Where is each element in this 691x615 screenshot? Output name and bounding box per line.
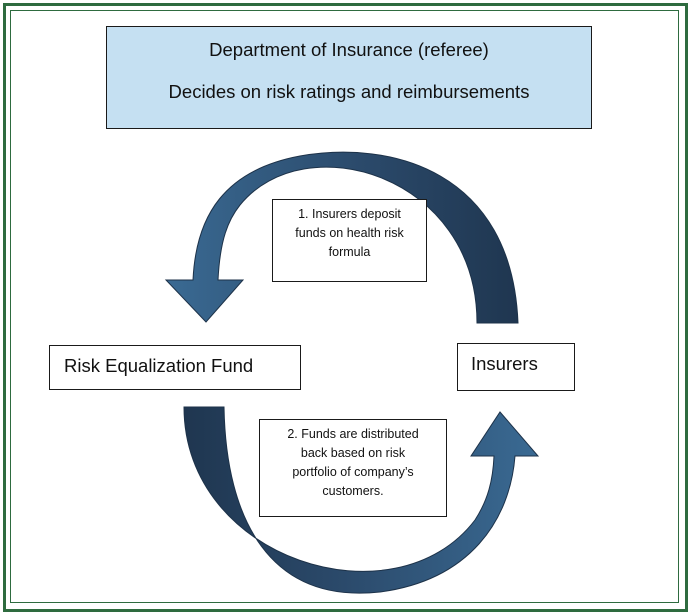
distribution-arrow bbox=[183, 406, 540, 594]
inner-frame bbox=[10, 10, 679, 603]
step-1-line: formula bbox=[328, 245, 371, 259]
step-2-note: 2. Funds are distributed back based on r… bbox=[259, 419, 447, 517]
step-2-line: 2. Funds are distributed bbox=[287, 427, 419, 441]
step-1-line: 1. Insurers deposit bbox=[298, 207, 401, 221]
outer-frame bbox=[3, 3, 688, 612]
referee-title: Department of Insurance (referee) bbox=[209, 39, 489, 60]
step-2-line: back based on risk bbox=[300, 446, 406, 460]
step-2-line: customers. bbox=[322, 484, 384, 498]
risk-equalization-fund-box: Risk Equalization Fund bbox=[49, 345, 301, 390]
insurers-box: Insurers bbox=[457, 343, 575, 391]
referee-box: Department of Insurance (referee) Decide… bbox=[106, 26, 592, 129]
step-2-line: portfolio of company’s bbox=[292, 465, 414, 479]
step-1-line: funds on health risk bbox=[295, 226, 404, 240]
deposit-arrow bbox=[164, 151, 519, 324]
step-1-note: 1. Insurers deposit funds on health risk… bbox=[272, 199, 427, 282]
referee-subtitle: Decides on risk ratings and reimbursemen… bbox=[168, 81, 530, 102]
